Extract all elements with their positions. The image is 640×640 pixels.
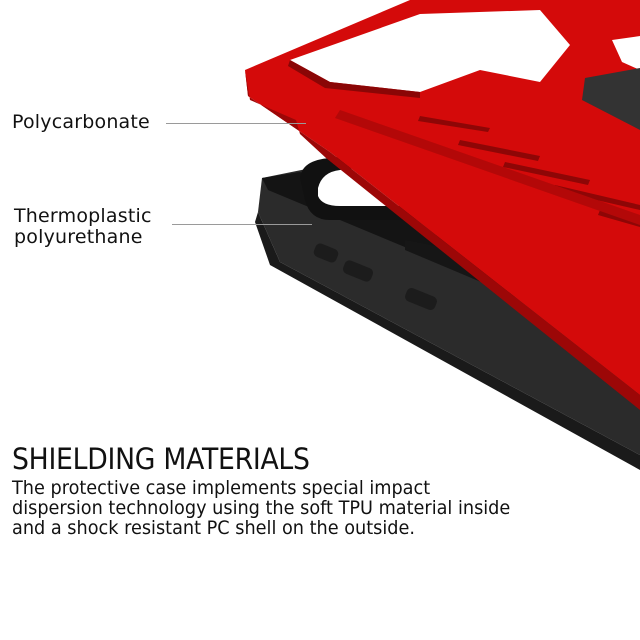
tpu-leader-line xyxy=(172,224,312,225)
polycarbonate-callout-label: Polycarbonate xyxy=(12,112,150,133)
polycarbonate-shell xyxy=(245,0,640,410)
polycarbonate-leader-line xyxy=(166,123,306,124)
tpu-callout-label: Thermoplastic polyurethane xyxy=(14,206,152,248)
section-description: The protective case implements special i… xyxy=(12,478,607,538)
description-line: The protective case implements special i… xyxy=(12,477,431,499)
description-line: and a shock resistant PC shell on the ou… xyxy=(12,517,415,539)
callout-line: Polycarbonate xyxy=(12,111,150,133)
section-title: SHIELDING MATERIALS xyxy=(12,442,310,476)
description-line: dispersion technology using the soft TPU… xyxy=(12,497,511,519)
callout-line: polyurethane xyxy=(14,226,143,248)
callout-line: Thermoplastic xyxy=(14,205,152,227)
